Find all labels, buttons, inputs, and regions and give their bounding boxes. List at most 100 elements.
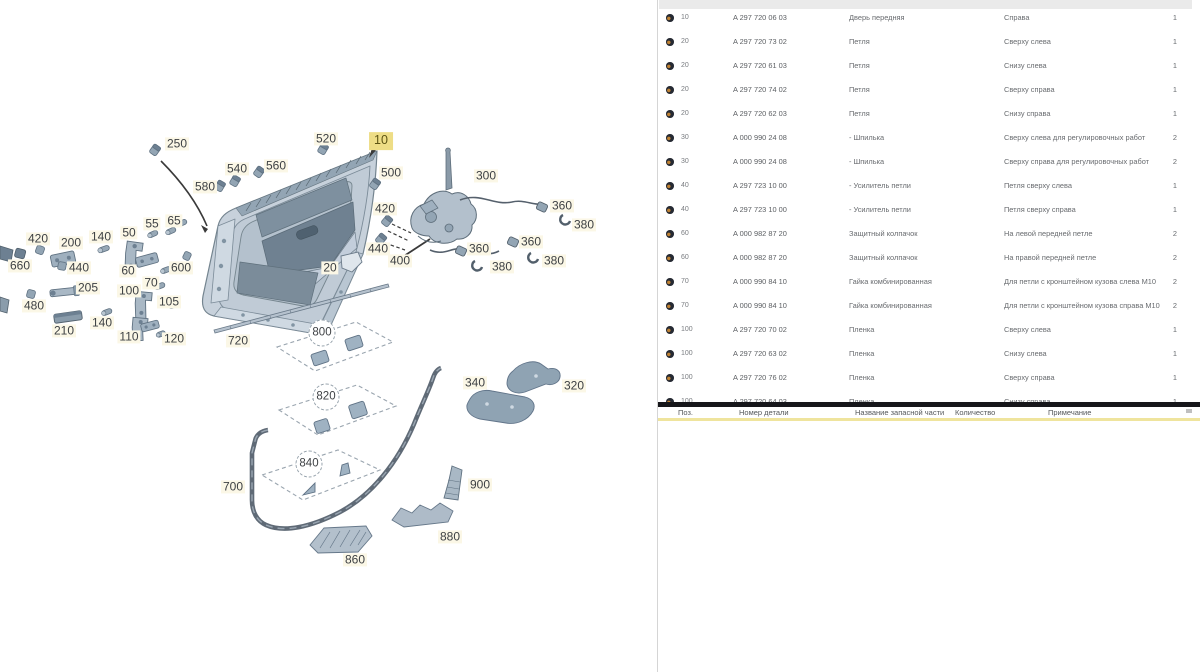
part-label-860[interactable]: 860 bbox=[342, 552, 368, 567]
part-label-205[interactable]: 205 bbox=[75, 280, 101, 295]
bracket-900 bbox=[443, 465, 463, 501]
cell-part: A 297 720 63 02 bbox=[733, 349, 787, 358]
part-info-icon[interactable] bbox=[666, 398, 674, 406]
part-label-560[interactable]: 560 bbox=[263, 158, 289, 173]
part-label-200[interactable]: 200 bbox=[58, 235, 84, 250]
part-label-300[interactable]: 300 bbox=[473, 168, 499, 183]
part-label-20[interactable]: 20 bbox=[321, 260, 339, 275]
part-label-900[interactable]: 900 bbox=[467, 477, 493, 492]
header-quantity: Количество bbox=[955, 407, 996, 417]
table-top-strip bbox=[659, 0, 1192, 9]
part-label-420[interactable]: 420 bbox=[25, 231, 51, 246]
part-label-360[interactable]: 360 bbox=[518, 234, 544, 249]
part-info-icon[interactable] bbox=[666, 182, 674, 190]
cell-note: Снизу справа bbox=[1004, 393, 1050, 410]
part-info-icon[interactable] bbox=[666, 206, 674, 214]
part-label-70[interactable]: 70 bbox=[142, 275, 160, 290]
cell-note: Сверху справа bbox=[1004, 373, 1055, 382]
door-exploded-diagram bbox=[0, 142, 572, 554]
part-info-icon[interactable] bbox=[666, 278, 674, 286]
part-label-420[interactable]: 420 bbox=[372, 201, 398, 216]
part-label-360[interactable]: 360 bbox=[549, 198, 575, 213]
cell-name: Петля bbox=[849, 85, 870, 94]
part-label-120[interactable]: 120 bbox=[161, 331, 187, 346]
part-label-440[interactable]: 440 bbox=[365, 241, 391, 256]
part-info-icon[interactable] bbox=[666, 254, 674, 262]
part-info-icon[interactable] bbox=[666, 62, 674, 70]
part-label-360[interactable]: 360 bbox=[466, 241, 492, 256]
part-info-icon[interactable] bbox=[666, 374, 674, 382]
part-info-icon[interactable] bbox=[666, 134, 674, 142]
part-label-65[interactable]: 65 bbox=[165, 213, 183, 228]
part-info-icon[interactable] bbox=[666, 110, 674, 118]
pane-divider bbox=[658, 402, 1200, 407]
part-info-icon[interactable] bbox=[666, 14, 674, 22]
part-label-600[interactable]: 600 bbox=[168, 260, 194, 275]
cell-name: Дверь передняя bbox=[849, 13, 905, 22]
part-info-icon[interactable] bbox=[666, 350, 674, 358]
part-label-700[interactable]: 700 bbox=[220, 479, 246, 494]
part-info-icon[interactable] bbox=[666, 38, 674, 46]
part-label-320[interactable]: 320 bbox=[561, 378, 587, 393]
part-info-icon[interactable] bbox=[666, 326, 674, 334]
part-label-210[interactable]: 210 bbox=[51, 323, 77, 338]
cell-part: A 297 720 73 02 bbox=[733, 37, 787, 46]
part-label-500[interactable]: 500 bbox=[378, 165, 404, 180]
cell-qty: 1 bbox=[1172, 61, 1177, 70]
part-label-110[interactable]: 110 bbox=[117, 329, 141, 344]
part-label-800[interactable]: 800 bbox=[308, 319, 336, 347]
part-info-icon[interactable] bbox=[666, 86, 674, 94]
part-label-340[interactable]: 340 bbox=[462, 375, 488, 390]
cell-note: Справа bbox=[1004, 13, 1030, 22]
part-label-660[interactable]: 660 bbox=[7, 258, 33, 273]
cell-part: A 000 990 84 10 bbox=[733, 301, 787, 310]
cell-part: A 297 720 61 03 bbox=[733, 61, 787, 70]
part-label-380[interactable]: 380 bbox=[571, 217, 597, 232]
part-label-140[interactable]: 140 bbox=[88, 229, 114, 244]
part-label-50[interactable]: 50 bbox=[120, 225, 138, 240]
part-label-60[interactable]: 60 bbox=[119, 263, 137, 278]
part-label-840[interactable]: 840 bbox=[295, 450, 323, 478]
part-label-540[interactable]: 540 bbox=[224, 161, 250, 176]
part-label-480[interactable]: 480 bbox=[21, 298, 47, 313]
part-label-720[interactable]: 720 bbox=[225, 333, 251, 348]
part-label-55[interactable]: 55 bbox=[143, 216, 161, 231]
cell-part: A 297 720 70 02 bbox=[733, 325, 787, 334]
part-label-250[interactable]: 250 bbox=[164, 136, 190, 151]
part-label-580[interactable]: 580 bbox=[192, 179, 218, 194]
part-label-440[interactable]: 440 bbox=[66, 260, 92, 275]
part-label-820[interactable]: 820 bbox=[312, 383, 340, 411]
part-info-icon[interactable] bbox=[666, 230, 674, 238]
cell-pos: 60 bbox=[681, 254, 689, 261]
part-label-880[interactable]: 880 bbox=[437, 529, 463, 544]
part-label-105[interactable]: 105 bbox=[156, 294, 182, 309]
part-info-icon[interactable] bbox=[666, 158, 674, 166]
part-label-520[interactable]: 520 bbox=[313, 131, 339, 146]
part-label-380[interactable]: 380 bbox=[489, 259, 515, 274]
part-label-400[interactable]: 400 bbox=[387, 253, 413, 268]
part-label-100[interactable]: 100 bbox=[116, 283, 142, 298]
part-label-380[interactable]: 380 bbox=[541, 253, 567, 268]
part-info-icon[interactable] bbox=[666, 302, 674, 310]
part-label-10[interactable]: 10 bbox=[369, 132, 393, 150]
cell-name: Защитный колпачок bbox=[849, 229, 918, 238]
cell-qty: 1 bbox=[1172, 37, 1177, 46]
cell-qty: 1 bbox=[1172, 109, 1177, 118]
part-label-140[interactable]: 140 bbox=[89, 315, 115, 330]
